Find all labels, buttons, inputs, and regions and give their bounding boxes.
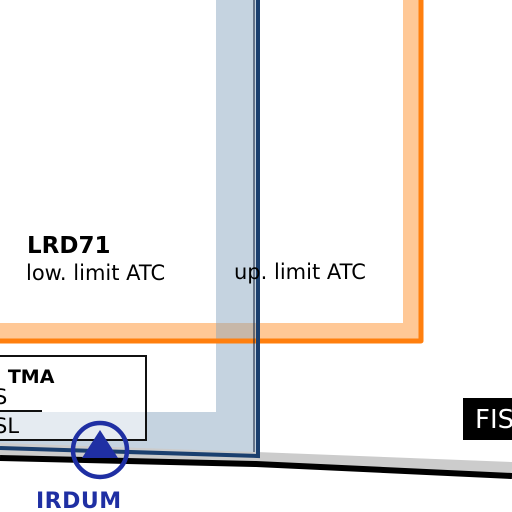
tma-inner-white — [0, 0, 216, 412]
fir-boundary — [0, 455, 512, 479]
restricted-area-upper-limit: up. limit ATC — [234, 260, 366, 284]
tma-band-vertical — [216, 0, 256, 452]
restricted-band-horizontal — [0, 323, 421, 341]
restricted-area-boundary — [0, 0, 424, 344]
fis-label-box: FIS — [463, 398, 512, 440]
waypoint-name: IRDUM — [36, 489, 122, 512]
restricted-area-lower-limit: low. limit ATC — [26, 261, 166, 285]
triangle-in-circle-reporting-point-icon — [70, 420, 130, 480]
restricted-area-name: LRD71 — [27, 233, 111, 259]
tma-boundary-line — [0, 0, 260, 459]
tma-label-divider — [0, 410, 42, 412]
tma-label-title: . TMA — [0, 366, 55, 388]
tma-label-row-2: SL — [0, 414, 20, 438]
fis-label: FIS — [475, 405, 512, 435]
restricted-band-vertical — [403, 0, 421, 341]
tma-label-row-1: S — [0, 385, 7, 409]
restricted-overlap — [216, 323, 256, 341]
